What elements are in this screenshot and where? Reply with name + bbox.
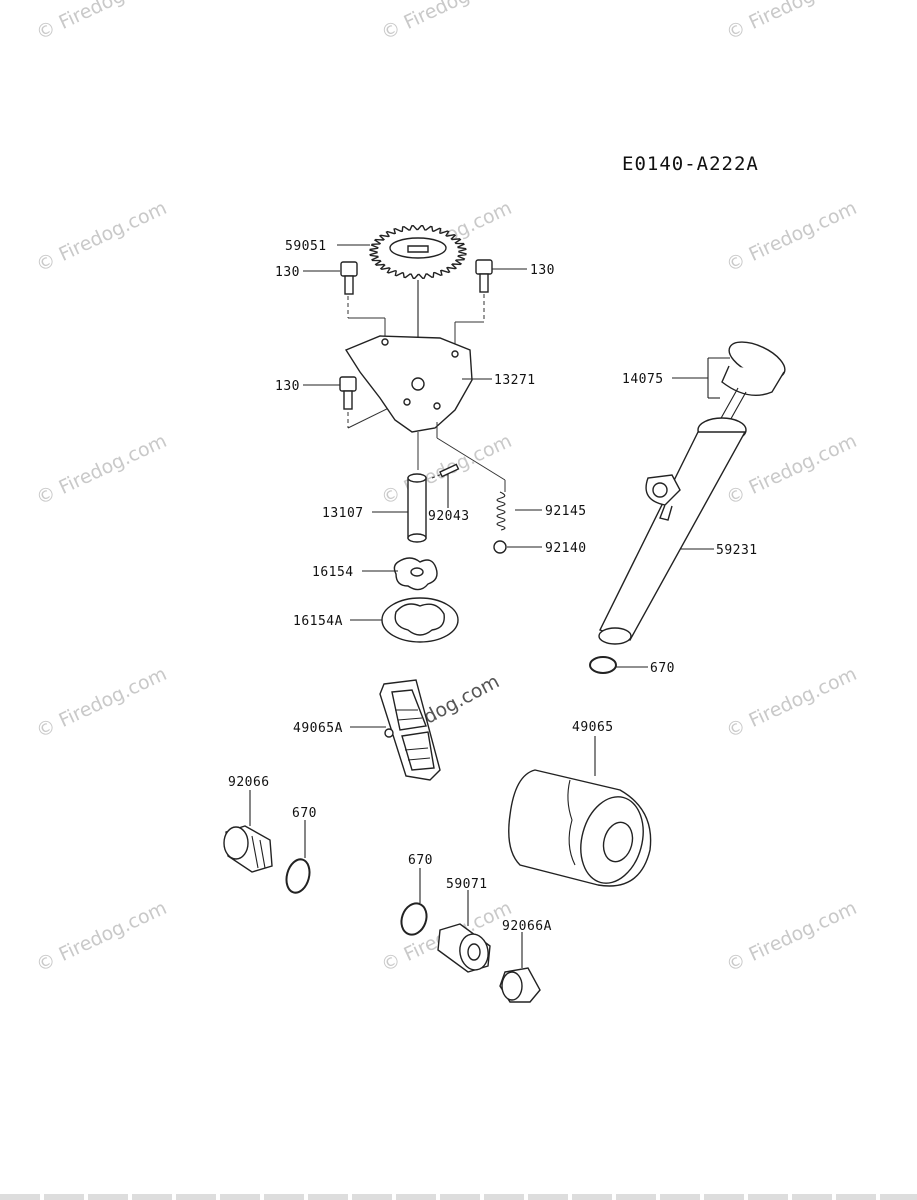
watermark: © Firedog.com [33,897,170,977]
bolt-part-mid-left [339,376,406,429]
pump-cover-part [344,335,506,481]
plug-left-part [223,825,273,873]
oring-left-part [285,858,311,894]
label-spring: 92145 [545,504,587,519]
inner-rotor-part [393,557,438,591]
label-shaft: 13107 [322,506,364,521]
screen-part [379,679,441,781]
gear-part [369,224,467,380]
watermark: © Firedog.com [33,663,170,743]
watermark: © Firedog.com [723,197,860,277]
label-oring-left: 670 [292,806,317,821]
label-oring-tube: 670 [650,661,675,676]
watermarks: © Firedog.com © Firedog.com © Firedog.co… [33,0,860,977]
watermark: © Firedog.com [33,0,170,45]
label-oring-center: 670 [408,853,433,868]
oring-tube-part [589,656,617,674]
label-pin: 92043 [428,509,470,524]
label-plug-center: 92066A [502,919,552,934]
watermark: © Firedog.com [723,0,860,45]
label-dipstick-cap: 14075 [622,372,664,387]
bolt-part-top-left [340,261,386,340]
watermark: © Firedog.com [723,897,860,977]
label-bolt-top-left: 130 [275,265,300,280]
dipstick-tube-part [598,417,747,645]
watermark: © Firedog.com [33,197,170,277]
label-dipstick-tube: 59231 [716,543,758,558]
label-gear: 59051 [285,239,327,254]
label-bolt-top-right: 130 [530,263,555,278]
watermark: © Firedog.com [723,430,860,510]
label-fitting: 59071 [446,877,488,892]
bottom-border [0,1194,917,1200]
ball-part [493,540,507,554]
watermark: © Firedog.com [378,0,515,45]
label-plug-left: 92066 [228,775,270,790]
label-filter: 49065 [572,720,614,735]
oring-center-part [400,902,428,936]
label-inner-rotor: 16154 [312,565,354,580]
watermark: © Firedog.com [723,663,860,743]
pin-part [439,463,460,478]
plug-center-part [499,967,541,1003]
labels: 59051 130 130 130 13271 14075 13107 9204… [228,239,758,968]
label-bolt-mid-left: 130 [275,379,300,394]
label-outer-rotor: 16154A [293,614,343,629]
fitting-part [437,923,491,973]
label-ball: 92140 [545,541,587,556]
bolt-part-top-right [454,259,493,350]
outer-rotor-part [381,597,459,643]
diagram-code: E0140-A222A [622,153,759,175]
label-pump-cover: 13271 [494,373,536,388]
shaft-part [407,469,453,543]
oil-filter-part [508,769,652,887]
dipstick-cap-part [719,341,786,425]
spring-part [496,480,506,531]
watermark: © Firedog.com [33,430,170,510]
label-screen: 49065A [293,721,343,736]
